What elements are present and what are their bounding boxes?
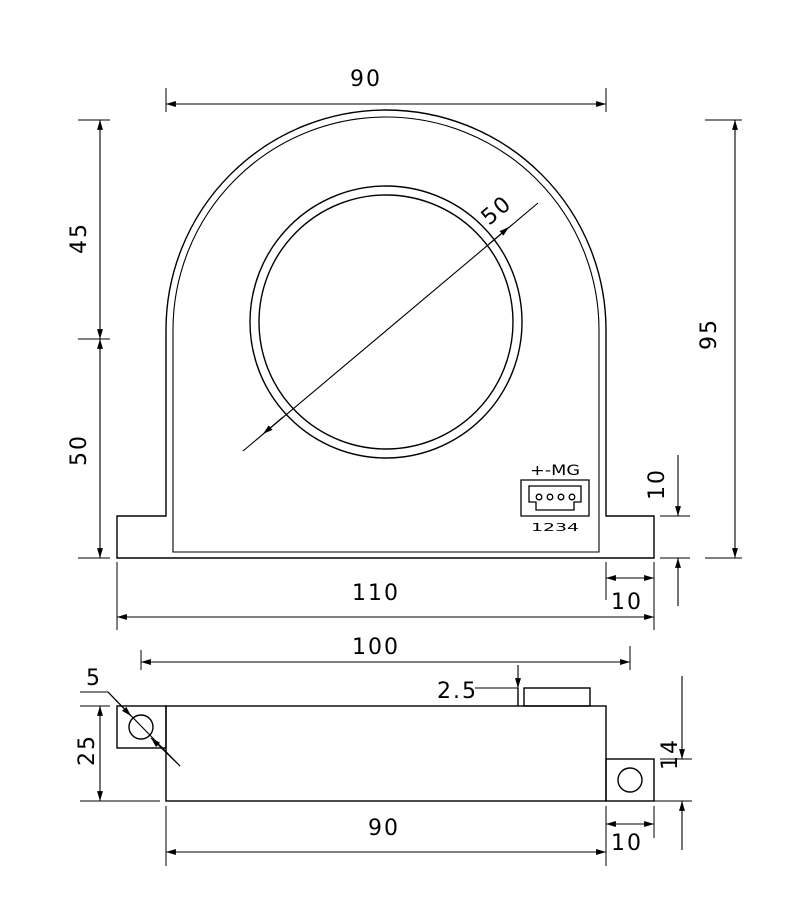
dim-mount-span: 100 — [352, 635, 400, 660]
connector-pin-label: 1234 — [531, 521, 579, 534]
left-mount-hole — [128, 714, 154, 740]
connector-signal-label: +-MG — [530, 463, 580, 479]
left-mount-tab — [116, 705, 167, 749]
top-extension-lines — [78, 88, 742, 630]
dim-flange-width: 10 — [611, 590, 643, 615]
side-extension-lines — [80, 646, 692, 866]
side-body — [165, 705, 607, 802]
side-view — [116, 687, 655, 802]
dim-flange-height: 10 — [645, 468, 670, 500]
window-inner-ring — [258, 194, 514, 450]
dim-lower-height: 50 — [67, 434, 92, 466]
dim-height: 25 — [75, 734, 100, 766]
dim-hole-diameter: 50 — [477, 191, 518, 231]
dim-upper-height: 45 — [67, 222, 92, 254]
dim-hole: 5 — [86, 666, 102, 691]
right-mount-tab — [605, 758, 655, 802]
right-mount-hole — [617, 767, 643, 793]
dim-offset: 2.5 — [437, 679, 478, 704]
side-connector — [523, 687, 591, 707]
dim-base-width: 110 — [352, 581, 400, 606]
housing-outline — [116, 109, 655, 559]
housing-inner-outline — [172, 116, 600, 553]
window-outer-ring — [249, 185, 523, 459]
dim-tab-height: 14 — [658, 738, 683, 770]
dim-line-hole-diameter — [242, 202, 539, 452]
connector — [520, 479, 590, 517]
dim-body-width: 90 — [368, 816, 400, 841]
dim-total-height: 95 — [697, 318, 722, 350]
dim-top-width: 90 — [350, 67, 382, 92]
top-view — [116, 109, 655, 559]
dim-tab-width: 10 — [611, 831, 643, 856]
